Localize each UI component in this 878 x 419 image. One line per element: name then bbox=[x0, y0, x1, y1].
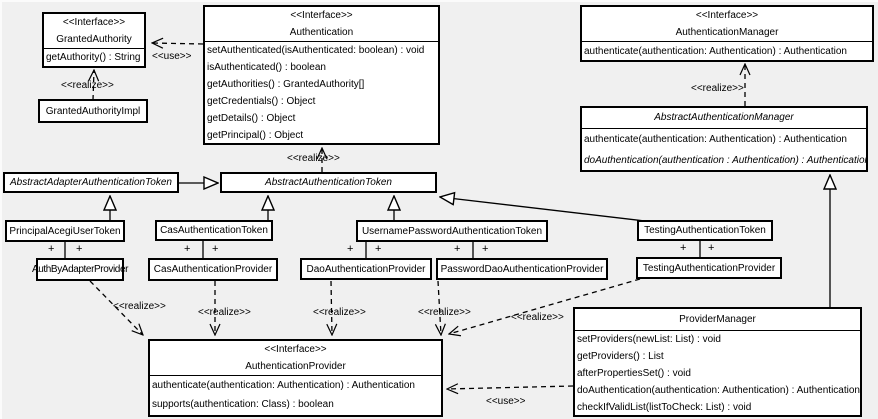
method-row: afterPropertiesSet() : void bbox=[577, 368, 691, 379]
method-row: getDetails() : Object bbox=[207, 113, 296, 124]
method-row: doAuthentication(authentication: Authent… bbox=[577, 385, 860, 396]
class-name: TestingAuthenticationProvider bbox=[642, 262, 776, 274]
class-granted-authority: <<Interface>> GrantedAuthority getAuthor… bbox=[42, 12, 146, 68]
stereotype-label: <<Interface>> bbox=[695, 10, 759, 21]
class-name: PasswordDaoAuthenticationProvider bbox=[440, 263, 604, 275]
realize-label: <<realize>> bbox=[691, 83, 744, 94]
use-label: <<use>> bbox=[152, 51, 192, 62]
class-provider-manager: ProviderManager setProviders(newList: Li… bbox=[573, 307, 862, 417]
class-abstract-authentication-manager: AbstractAuthenticationManager authentica… bbox=[580, 106, 868, 172]
class-name: CasAuthenticationProvider bbox=[153, 264, 273, 275]
class-username-password-authentication-token: UsernamePasswordAuthenticationToken bbox=[356, 220, 548, 242]
method-row: authenticate(authentication: Authenticat… bbox=[584, 134, 847, 145]
method-row: checkIfValidList(listToCheck: List) : vo… bbox=[577, 402, 752, 413]
method-row: getAuthority() : String bbox=[46, 52, 141, 63]
method-row: setProviders(newList: List) : void bbox=[577, 334, 721, 345]
class-granted-authority-impl: GrantedAuthorityImpl bbox=[38, 99, 148, 123]
class-name: CasAuthenticationToken bbox=[160, 225, 268, 236]
assoc-end-plus: + bbox=[48, 243, 55, 255]
class-name: AuthByAdapterProvider bbox=[31, 264, 129, 275]
use-edge-providermanager-to-authenticationprovider bbox=[447, 386, 574, 389]
class-auth-by-adapter-provider: AuthByAdapterProvider bbox=[32, 258, 128, 281]
method-row: getCredentials() : Object bbox=[207, 96, 316, 107]
stereotype-label: <<Interface>> bbox=[62, 17, 126, 28]
realize-edge-authbyadapterprovider bbox=[89, 280, 143, 335]
class-name: AbstractAuthenticationManager bbox=[654, 112, 794, 123]
realize-label: <<realize>> bbox=[61, 80, 114, 91]
realize-label: <<realize>> bbox=[313, 307, 366, 318]
stereotype-label: <<Interface>> bbox=[290, 10, 353, 21]
class-dao-authentication-provider: DaoAuthenticationProvider bbox=[300, 258, 432, 280]
assoc-end-plus: + bbox=[482, 243, 489, 255]
realize-label: <<realize>> bbox=[287, 153, 340, 164]
method-row: doAuthentication(authentication : Authen… bbox=[584, 155, 868, 166]
use-label: <<use>> bbox=[486, 396, 526, 407]
class-cas-authentication-provider: CasAuthenticationProvider bbox=[148, 258, 278, 281]
realize-edge-passworddaoprovider bbox=[438, 280, 441, 335]
class-name: DaoAuthenticationProvider bbox=[306, 263, 426, 275]
class-testing-authentication-provider: TestingAuthenticationProvider bbox=[636, 257, 782, 279]
assoc-end-plus: + bbox=[454, 243, 461, 255]
class-password-dao-authentication-provider: PasswordDaoAuthenticationProvider bbox=[436, 258, 608, 280]
method-row: supports(authentication: Class) : boolea… bbox=[152, 399, 334, 410]
method-row: authenticate(authentication: Authenticat… bbox=[152, 380, 415, 391]
class-name: GrantedAuthorityImpl bbox=[45, 105, 141, 117]
class-authentication: <<Interface>> Authentication setAuthenti… bbox=[203, 5, 440, 145]
method-row: authenticate(authentication: Authenticat… bbox=[584, 46, 847, 57]
use-edge-authentication-to-grantedauthority bbox=[152, 43, 204, 44]
class-testing-authentication-token: TestingAuthenticationToken bbox=[637, 220, 773, 241]
method-row: getAuthorities() : GrantedAuthority[] bbox=[207, 79, 365, 90]
realize-edge-daoauthenticationprovider bbox=[331, 280, 332, 335]
realize-edge-testingauthenticationprovider bbox=[449, 278, 641, 334]
class-authentication-manager: <<Interface>> AuthenticationManager auth… bbox=[580, 5, 874, 62]
realize-label: <<realize>> bbox=[418, 307, 471, 318]
class-abstract-authentication-token: AbstractAuthenticationToken bbox=[220, 172, 437, 193]
class-abstract-adapter-authentication-token: AbstractAdapterAuthenticationToken bbox=[3, 172, 179, 193]
stereotype-label: <<Interface>> bbox=[264, 344, 327, 355]
assoc-end-plus: + bbox=[375, 243, 382, 255]
realize-label: <<realize>> bbox=[113, 301, 166, 312]
class-name: PrincipalAcegiUserToken bbox=[9, 225, 121, 237]
class-authentication-provider: <<Interface>> AuthenticationProvider aut… bbox=[148, 339, 443, 417]
class-cas-authentication-token: CasAuthenticationToken bbox=[155, 220, 273, 241]
class-name: AuthenticationProvider bbox=[245, 361, 346, 372]
assoc-end-plus: + bbox=[184, 243, 191, 255]
assoc-end-plus: + bbox=[347, 243, 354, 255]
class-name: UsernamePasswordAuthenticationToken bbox=[361, 225, 543, 237]
method-row: isAuthenticated() : boolean bbox=[207, 62, 326, 73]
generalize-edge-testing-token bbox=[440, 197, 646, 222]
realize-label: <<realize>> bbox=[198, 307, 251, 318]
class-name: AuthenticationManager bbox=[675, 27, 779, 38]
assoc-end-plus: + bbox=[76, 243, 83, 255]
method-row: setAuthenticated(isAuthenticated: boolea… bbox=[207, 45, 425, 56]
method-row: getProviders() : List bbox=[577, 351, 664, 362]
class-name: AbstractAuthenticationToken bbox=[265, 177, 392, 188]
assoc-end-plus: + bbox=[212, 243, 219, 255]
class-name: AbstractAdapterAuthenticationToken bbox=[10, 177, 172, 188]
class-name: GrantedAuthority bbox=[56, 34, 132, 45]
class-principal-acegi-user-token: PrincipalAcegiUserToken bbox=[5, 220, 125, 242]
method-row: getPrincipal() : Object bbox=[207, 130, 304, 141]
realize-label: <<realize>> bbox=[511, 312, 564, 323]
class-name: TestingAuthenticationToken bbox=[644, 225, 766, 236]
class-name: Authentication bbox=[289, 27, 354, 38]
assoc-end-plus: + bbox=[680, 242, 687, 254]
assoc-end-plus: + bbox=[708, 242, 715, 254]
class-name: ProviderManager bbox=[679, 314, 756, 325]
